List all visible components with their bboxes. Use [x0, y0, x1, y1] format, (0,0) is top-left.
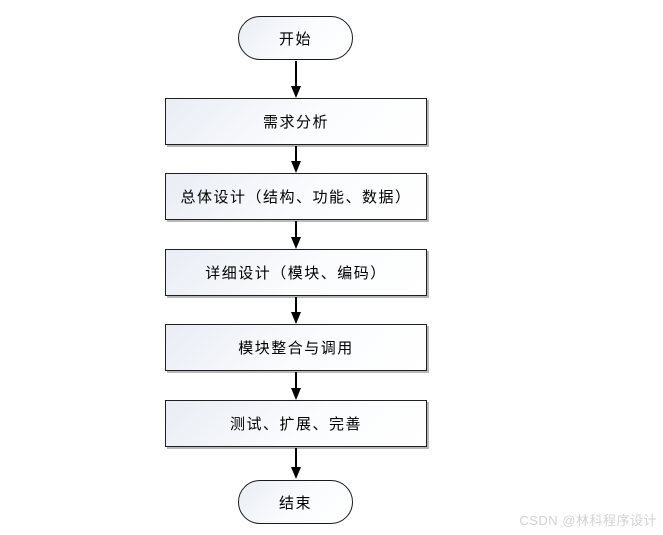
arrow-head-icon — [291, 86, 301, 98]
flow-node-detailed-design: 详细设计（模块、编码） — [165, 249, 427, 296]
arrow-down-icon — [290, 297, 302, 324]
arrow-head-icon — [291, 161, 301, 173]
flow-node-label: 模块整合与调用 — [238, 340, 354, 357]
arrow-head-icon — [291, 388, 301, 400]
flow-node-end-label: 结束 — [278, 494, 312, 512]
arrow-down-icon — [290, 146, 302, 173]
arrow-head-icon — [291, 312, 301, 324]
arrow-down-icon — [290, 61, 302, 98]
flow-node-testing-improvement: 测试、扩展、完善 — [165, 400, 427, 447]
flow-node-label: 需求分析 — [262, 114, 329, 131]
arrow-shaft — [295, 372, 297, 388]
flow-node-label: 详细设计（模块、编码） — [205, 265, 387, 282]
flow-node-module-integration: 模块整合与调用 — [165, 324, 427, 371]
flow-node-label: 总体设计（结构、功能、数据） — [180, 189, 412, 206]
flow-node-label: 测试、扩展、完善 — [229, 416, 362, 433]
csdn-watermark: CSDN @林科程序设计 — [519, 513, 657, 528]
arrow-down-icon — [290, 221, 302, 249]
flow-node-overall-design: 总体设计（结构、功能、数据） — [165, 173, 427, 220]
arrow-shaft — [295, 297, 297, 312]
arrow-head-icon — [291, 237, 301, 249]
flow-node-end: 结束 — [238, 480, 353, 524]
flow-node-requirements-analysis: 需求分析 — [165, 98, 427, 145]
arrow-shaft — [295, 221, 297, 237]
arrow-down-icon — [290, 372, 302, 400]
arrow-down-icon — [290, 448, 302, 479]
arrow-head-icon — [291, 467, 301, 479]
flow-node-start: 开始 — [238, 16, 353, 60]
flow-node-start-label: 开始 — [278, 30, 312, 48]
arrow-shaft — [295, 61, 297, 86]
arrow-shaft — [295, 146, 297, 161]
arrow-shaft — [295, 448, 297, 467]
